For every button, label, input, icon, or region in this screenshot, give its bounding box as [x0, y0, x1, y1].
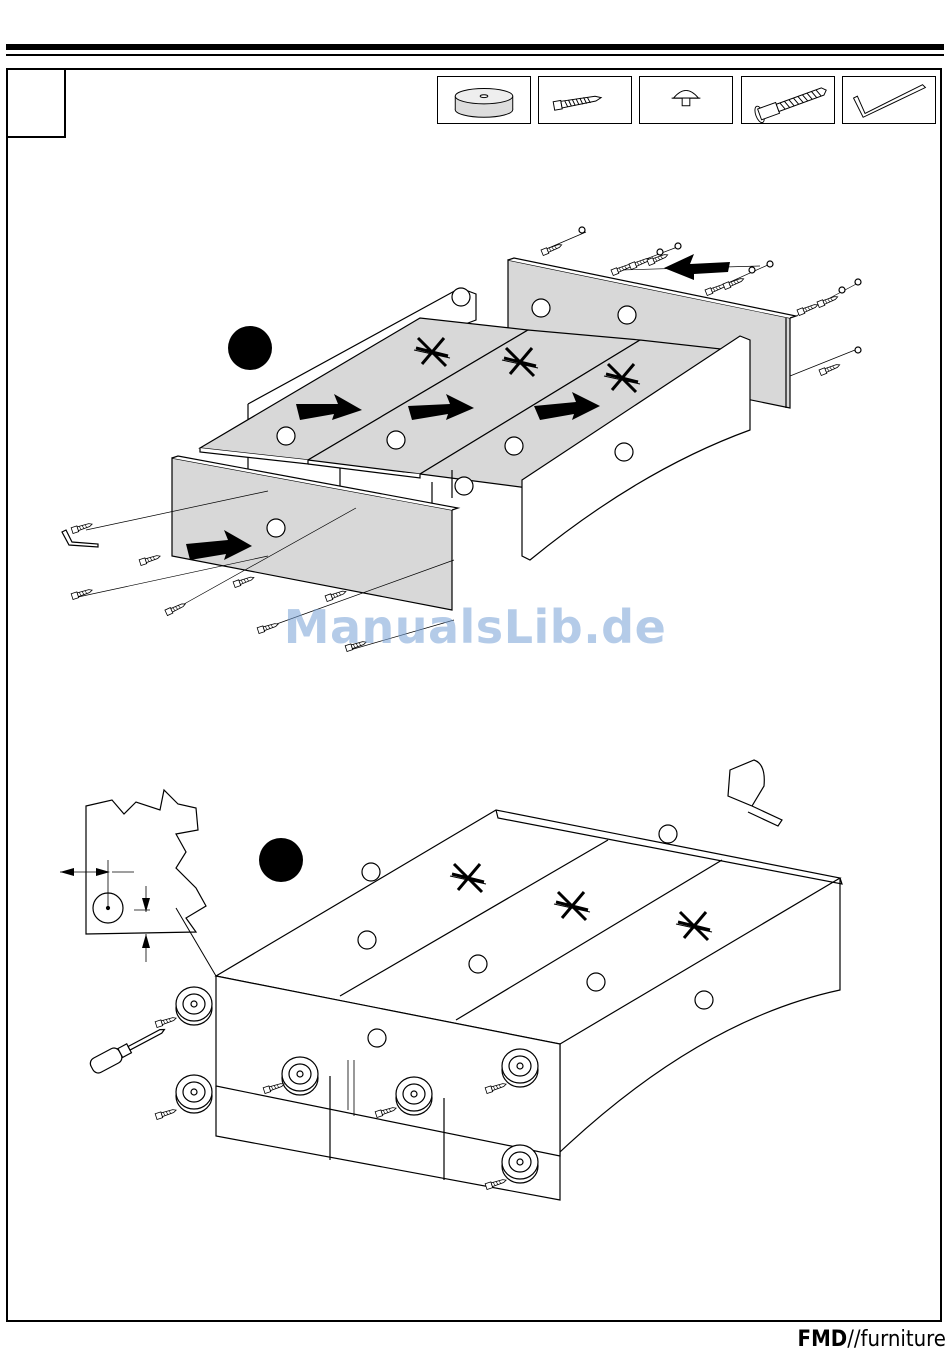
watermark-text: ManualsLib.de — [0, 600, 950, 654]
brand-footer: FMD//furniture — [798, 1327, 946, 1352]
bottom-diagram — [60, 760, 842, 1200]
top-diagram — [62, 227, 861, 651]
brand-suffix: //furniture — [847, 1327, 946, 1352]
brand-name: FMD — [798, 1327, 848, 1352]
